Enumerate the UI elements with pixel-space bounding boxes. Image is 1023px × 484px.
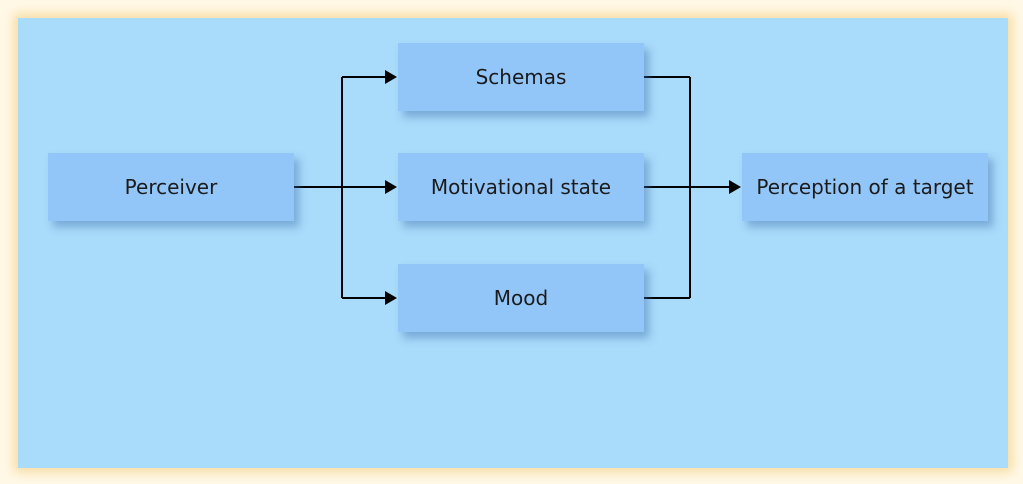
arrowhead-mood (385, 291, 397, 305)
node-motivational-state: Motivational state (398, 153, 644, 221)
arrowhead-target (729, 180, 741, 194)
arrowhead-motivational-state (385, 180, 397, 194)
node-perceiver-label: Perceiver (124, 175, 218, 199)
node-motivational-state-label: Motivational state (430, 175, 612, 199)
node-mood: Mood (398, 264, 644, 332)
node-perception-of-target: Perception of a target (742, 153, 988, 221)
node-perceiver: Perceiver (48, 153, 294, 221)
arrowhead-schemas (385, 70, 397, 84)
node-schemas: Schemas (398, 43, 644, 111)
node-perception-of-target-label: Perception of a target (756, 175, 974, 199)
node-schemas-label: Schemas (475, 65, 567, 89)
node-mood-label: Mood (493, 286, 549, 310)
